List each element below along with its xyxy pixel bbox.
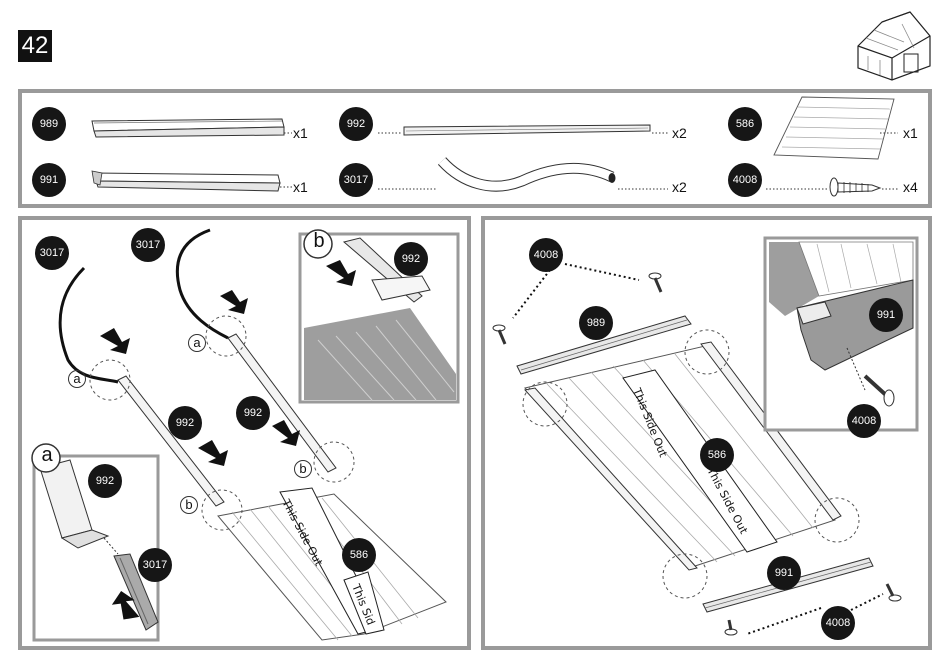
screw-top-right — [649, 273, 661, 292]
inset-letter-b: b — [310, 230, 328, 253]
badge-989: 989 — [579, 306, 613, 340]
profile-992-drawing — [404, 125, 650, 135]
badge-4008-top: 4008 — [529, 238, 563, 272]
right-assembly-panel: This Side Out This Side Out — [481, 216, 932, 650]
step-number: 42 — [18, 30, 52, 62]
badge-991-inset: 991 — [869, 298, 903, 332]
profile-991-drawing — [92, 171, 280, 191]
screw-top-left — [493, 325, 505, 344]
letter-a-1: a — [68, 370, 86, 388]
badge-992-inset-a: 992 — [88, 464, 122, 498]
screw-4008-drawing — [830, 178, 880, 196]
badge-3017-a: 3017 — [35, 236, 69, 270]
badge-992-b: 992 — [236, 396, 270, 430]
screw-bottom-left — [725, 620, 737, 635]
badge-4008-bottom: 4008 — [821, 606, 855, 640]
inset-b-detail — [300, 230, 458, 402]
screw-bottom-right — [887, 584, 901, 601]
panel-586-drawing — [774, 97, 894, 159]
letter-b-1: b — [180, 496, 198, 514]
parts-list-panel: 989 991 992 3017 586 4008 x1 x1 x2 x2 x1… — [18, 89, 932, 208]
badge-3017-b: 3017 — [131, 228, 165, 262]
inset-letter-a: a — [38, 444, 56, 467]
profile-989-drawing — [92, 119, 284, 137]
badge-991: 991 — [767, 556, 801, 590]
badge-586-right: 586 — [700, 438, 734, 472]
badge-992-inset-b: 992 — [394, 242, 428, 276]
left-assembly-drawing: This Side Out This Sid — [22, 220, 467, 646]
parts-drawings — [22, 93, 928, 204]
badge-992-a: 992 — [168, 406, 202, 440]
letter-b-2: b — [294, 460, 312, 478]
badge-586: 586 — [342, 538, 376, 572]
left-assembly-panel: This Side Out This Sid — [18, 216, 471, 650]
badge-3017-inset-a: 3017 — [138, 548, 172, 582]
letter-a-2: a — [188, 334, 206, 352]
inset-top-right-detail — [765, 238, 917, 430]
greenhouse-icon — [852, 6, 934, 84]
badge-4008-inset: 4008 — [847, 404, 881, 438]
